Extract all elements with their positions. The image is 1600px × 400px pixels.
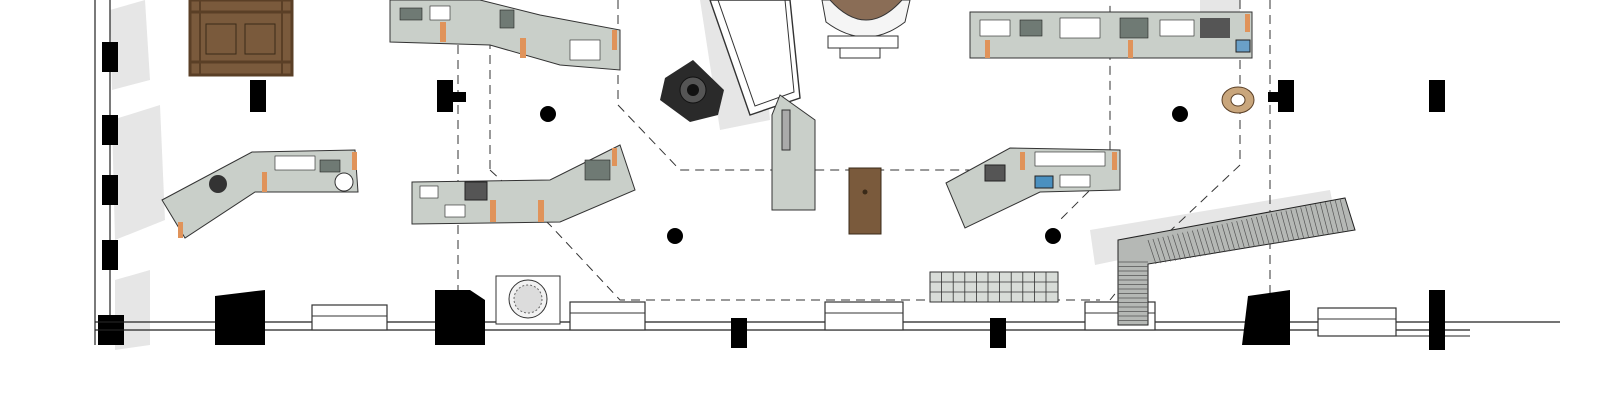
stair-tread [1211,226,1221,254]
equipment-counter-2 [161,149,359,239]
wooden-pedestal [848,167,882,235]
staircase [1117,197,1356,326]
stair-tread [1182,232,1191,259]
equipment-counter-1 [389,0,621,71]
ring-object [1221,86,1255,114]
stair-tread [1251,217,1260,247]
stair-tread [1157,237,1167,263]
round-tank [821,0,911,59]
stair-tread [1206,227,1216,254]
equipment-counter-4 [969,11,1253,59]
stair-tread [1305,206,1314,237]
round-fixture [495,275,561,325]
display-panel [709,0,816,211]
stair-tread [1329,201,1339,233]
stair-tread [1221,224,1231,252]
wooden-table-cart [188,0,294,77]
structural-columns [250,80,1445,350]
stair-tread [1201,228,1211,255]
bench-3 [824,301,904,331]
stair-tread [1231,222,1241,250]
stair-tread [1310,205,1319,237]
stair-tread [1246,218,1255,248]
stair-tread [1162,236,1172,262]
stair-tread [1315,204,1324,236]
grid-platform [929,271,1059,303]
stair-tread [1236,221,1245,249]
stair-tread [1295,208,1305,239]
equipment-counter-5 [945,147,1121,229]
stair-tread [1196,229,1206,256]
stair-tread [1334,200,1344,232]
stair-tread [1216,225,1226,253]
bench-2 [569,301,646,331]
stair-tread [1285,210,1295,241]
stair-tread [1147,239,1157,265]
stair-tread [1167,235,1177,261]
stair-tread [1191,230,1201,257]
stair-tread [1256,216,1265,246]
stair-tread [1280,211,1290,242]
stair-tread [1275,212,1285,242]
stair-tread [1265,214,1275,244]
stair-tread [1187,231,1196,258]
stair-tread [1172,234,1181,260]
circular-equipment [660,60,724,122]
stair-tread [1152,238,1162,264]
stair-tread [1177,233,1186,260]
wall-piers [215,290,1290,345]
stair-tread [1320,203,1329,235]
bench-1 [311,304,388,331]
stair-tread [1260,215,1270,245]
bench-5 [1317,307,1397,337]
stair-tread [1339,198,1349,231]
equipment-counter-3 [411,144,636,225]
stair-tread [1270,213,1280,243]
stair-tread [1300,207,1310,238]
stair-tread [1226,223,1236,251]
west-wall [94,0,124,345]
stair-tread [1290,209,1300,240]
column-markers [540,106,1188,244]
stair-tread [1241,219,1250,248]
stair-tread [1324,202,1334,234]
